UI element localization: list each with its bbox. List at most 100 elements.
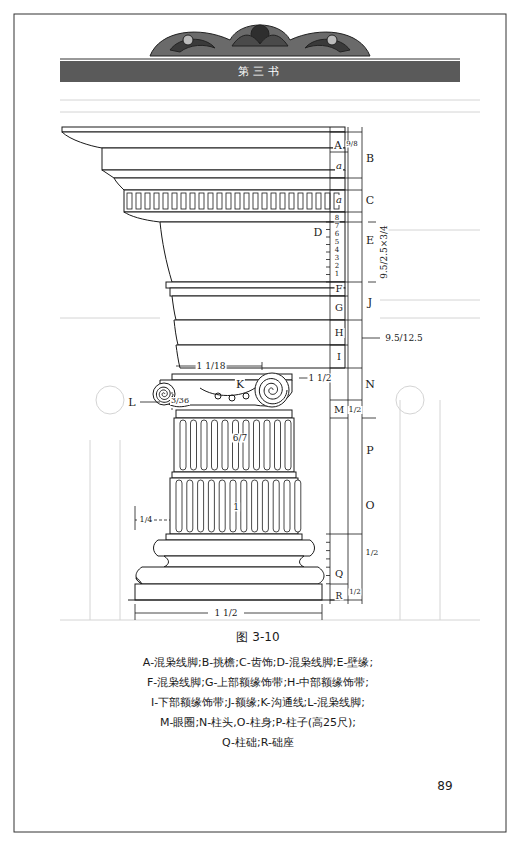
flute [198, 480, 204, 532]
dimension: 1/4 [139, 516, 154, 524]
module-mark: a [335, 161, 343, 171]
stroke [135, 520, 137, 521]
dentil [145, 193, 150, 209]
dentil [298, 193, 303, 209]
stroke [124, 190, 345, 212]
stroke [60, 318, 160, 319]
dimension: 1/2 [348, 406, 363, 414]
stroke [330, 282, 362, 283]
scale-tick [326, 558, 330, 559]
dimension: 1 [232, 503, 240, 512]
stroke [60, 100, 480, 101]
scale-number: 6 [334, 231, 340, 238]
key-line: Q-柱础;R-础座 [222, 737, 294, 748]
stroke [215, 393, 221, 399]
scale-number: 8 [334, 215, 340, 222]
stroke [166, 534, 302, 540]
dentil [217, 193, 222, 209]
stroke [330, 400, 362, 401]
stroke [135, 604, 136, 620]
scale-number: 5 [334, 239, 340, 246]
flute [212, 420, 218, 470]
stroke [128, 600, 340, 601]
dentil [280, 193, 285, 209]
stroke [440, 400, 441, 620]
stroke [362, 338, 380, 339]
dentil [226, 193, 231, 209]
flute [252, 480, 258, 532]
scale-ticks [326, 222, 330, 584]
entablature [62, 127, 345, 368]
dentil [262, 193, 267, 209]
stroke [174, 320, 345, 345]
stroke [362, 418, 376, 419]
header-ornament [150, 25, 370, 56]
stroke [136, 567, 324, 584]
stroke [330, 320, 362, 321]
dentil [316, 193, 321, 209]
stroke [120, 440, 121, 620]
dimension: 9/8 [345, 141, 358, 148]
flute [208, 480, 214, 532]
scale-tick [326, 229, 330, 230]
dimension: 1/2 [365, 549, 380, 557]
part-letter: O [364, 500, 375, 511]
flute [254, 420, 260, 470]
stroke [322, 604, 323, 620]
stroke [170, 478, 298, 534]
part-letter: H [334, 328, 345, 338]
flute [262, 480, 268, 532]
scale-tick [326, 222, 330, 223]
dimension: 9.5/12.5 [384, 334, 423, 343]
stroke [172, 296, 345, 320]
stroke [154, 540, 315, 556]
scale-tick [326, 259, 330, 260]
scale-tick [326, 274, 330, 275]
header-rule [60, 59, 460, 60]
part-letter: G [334, 303, 344, 313]
flute [180, 420, 186, 470]
page-border [14, 14, 506, 832]
part-letter: I [336, 352, 342, 362]
stroke [330, 152, 348, 153]
dimension: 1 1/2 [307, 374, 332, 383]
part-letter: R [335, 592, 344, 601]
part-letter: D [313, 227, 324, 238]
flute [264, 420, 270, 470]
stroke [160, 222, 345, 282]
dentil [253, 193, 258, 209]
dentil [289, 193, 294, 209]
stroke [396, 386, 424, 414]
stroke [255, 373, 289, 407]
part-letter: J [367, 297, 373, 308]
scale-tick [326, 550, 330, 551]
part-letter: Q [334, 569, 344, 579]
scale-tick [326, 282, 330, 283]
flute [284, 480, 290, 532]
flute [187, 480, 193, 532]
stroke [330, 534, 362, 535]
dentil [235, 193, 240, 209]
scale-tick [326, 575, 330, 576]
part-letter: N [364, 379, 376, 390]
dentil [154, 193, 159, 209]
flute [285, 420, 291, 470]
column-base [128, 534, 340, 600]
part-letter: P [365, 445, 374, 456]
capital [153, 373, 292, 407]
stroke [380, 230, 480, 231]
stroke [327, 35, 337, 45]
part-letter: F [335, 284, 344, 294]
stroke [60, 620, 480, 621]
stroke [183, 35, 193, 45]
stroke [330, 212, 362, 213]
stroke [174, 418, 294, 472]
scale-tick [326, 237, 330, 238]
stroke [400, 400, 401, 620]
scale-tick [326, 267, 330, 268]
stroke [262, 362, 263, 370]
scale-number: 1 [334, 271, 340, 278]
key-line: I-下部额缘饰带;J-额缘;K-沟通线;L-混枭线脚; [151, 697, 365, 708]
stroke [200, 388, 255, 396]
stroke [114, 178, 345, 190]
